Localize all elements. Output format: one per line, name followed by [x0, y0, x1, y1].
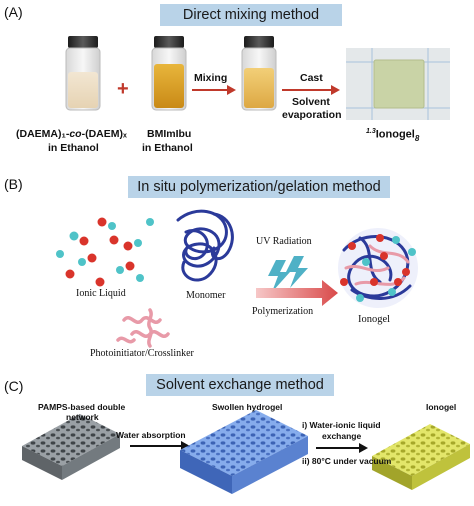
- block-pamps-network: [22, 414, 120, 480]
- solvent-label: Solvent: [292, 96, 330, 108]
- panel-c-title: Solvent exchange method: [146, 374, 334, 396]
- panel-b-label: (B): [4, 176, 23, 192]
- monomer-label: Monomer: [186, 290, 226, 301]
- arrow-solvent-exchange: [316, 443, 368, 453]
- pamps-label-line2: network: [66, 412, 99, 422]
- uv-radiation-label: UV Radiation: [256, 236, 312, 247]
- arrow-polymerization: [256, 280, 338, 306]
- block-ionogel: [372, 424, 470, 490]
- photoinitiator-label: Photoinitiator/Crosslinker: [90, 348, 194, 359]
- plus-sign: +: [117, 78, 129, 100]
- vial1-caption-line2: in Ethanol: [48, 142, 99, 154]
- monomer-coil: [176, 209, 234, 282]
- exchange-label-line2: exchange: [322, 431, 362, 441]
- ionogel-product-label: 1.3Ionogel8: [366, 128, 420, 143]
- block-swollen-hydrogel: [180, 410, 308, 494]
- crosslinker-strands: [116, 308, 170, 348]
- vacuum-label: ii) 80°C under vacuum: [302, 456, 392, 466]
- water-absorption-label: Water absorption: [116, 430, 186, 440]
- ionogel-film-photo: [346, 48, 450, 120]
- exchange-label-line1: i) Water-ionic liquid: [302, 420, 381, 430]
- mixing-label: Mixing: [194, 72, 228, 84]
- cast-label: Cast: [300, 72, 323, 84]
- ionogel-network: [338, 228, 418, 308]
- vial-copolymer: [65, 36, 101, 111]
- ionic-liquid-ions: [56, 217, 154, 287]
- pamps-label-line1: PAMPS-based double: [38, 402, 126, 412]
- panel-c-label: (C): [4, 378, 24, 394]
- panel-a-label: (A): [4, 4, 23, 20]
- arrow-cast: [282, 85, 340, 95]
- vial2-caption-line2: in Ethanol: [142, 142, 193, 154]
- ionogel-b-label: Ionogel: [358, 314, 391, 325]
- evaporation-label: evaporation: [282, 109, 342, 121]
- ionic-liquid-label: Ionic Liquid: [76, 288, 126, 299]
- panel-a-title: Direct mixing method: [160, 4, 342, 26]
- vial1-caption-line1: (DAEMA)₁-co-(DAEM)ₓ: [16, 128, 127, 140]
- vial2-caption-line1: BMImIbu: [147, 128, 192, 140]
- arrow-mixing: [192, 85, 236, 95]
- ionogel-c-label: Ionogel: [426, 402, 457, 412]
- vial-mixture: [241, 36, 277, 111]
- panel-b-title: In situ polymerization/gelation method: [128, 176, 390, 198]
- swollen-hydrogel-label: Swollen hydrogel: [212, 402, 283, 412]
- polymerization-label: Polymerization: [252, 306, 314, 317]
- uv-lightning-icon: [268, 256, 308, 292]
- vial-bmimibu: [151, 36, 187, 111]
